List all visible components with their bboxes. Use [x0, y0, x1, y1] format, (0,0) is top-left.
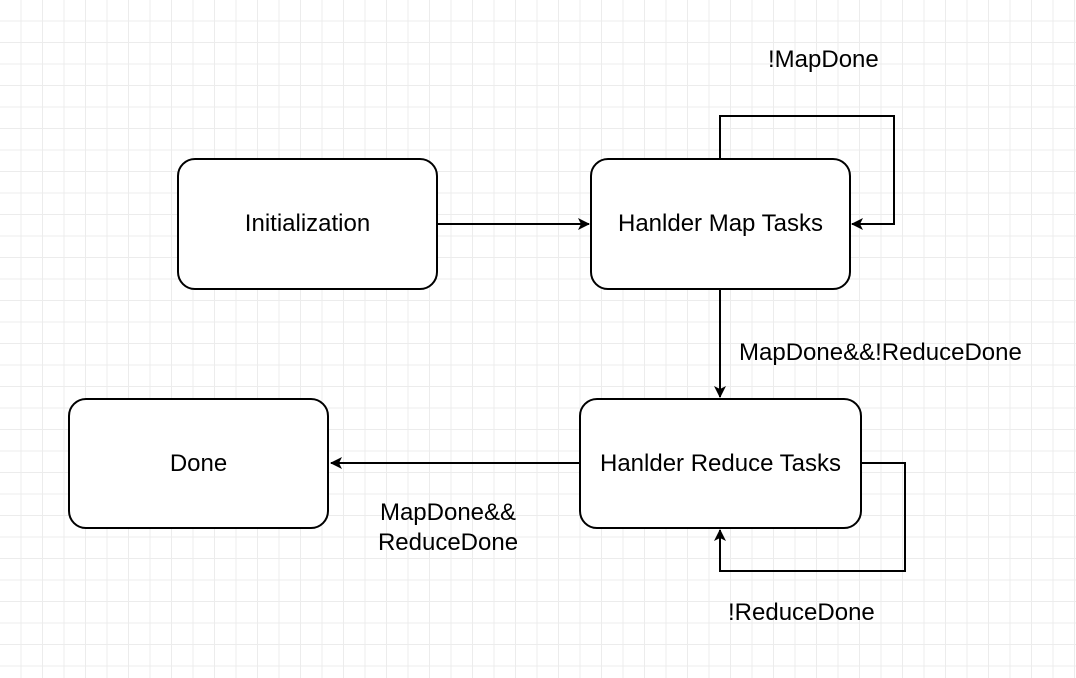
node-initialization[interactable]: Initialization — [177, 158, 438, 290]
edge-label-reduce-to-done: MapDone&& ReduceDone — [358, 498, 538, 558]
node-map-tasks[interactable]: Hanlder Map Tasks — [590, 158, 851, 290]
node-reduce-tasks[interactable]: Hanlder Reduce Tasks — [579, 398, 862, 529]
node-done[interactable]: Done — [68, 398, 329, 529]
edge-label-map-loop: !MapDone — [768, 46, 879, 73]
edge-label-reduce-to-done-line2: ReduceDone — [377, 529, 519, 556]
edge-map-loop — [719, 115, 895, 230]
node-done-label: Done — [169, 449, 228, 477]
edge-label-reduce-loop: !ReduceDone — [728, 599, 875, 626]
node-initialization-label: Initialization — [244, 210, 371, 237]
node-reduce-tasks-label: Hanlder Reduce Tasks — [599, 449, 842, 477]
edge-reduce-loop — [714, 462, 906, 572]
edge-label-reduce-to-done-line1: MapDone&& — [379, 499, 517, 526]
edge-label-map-to-reduce: MapDone&&!ReduceDone — [739, 339, 1022, 366]
node-map-tasks-label: Hanlder Map Tasks — [618, 210, 823, 237]
